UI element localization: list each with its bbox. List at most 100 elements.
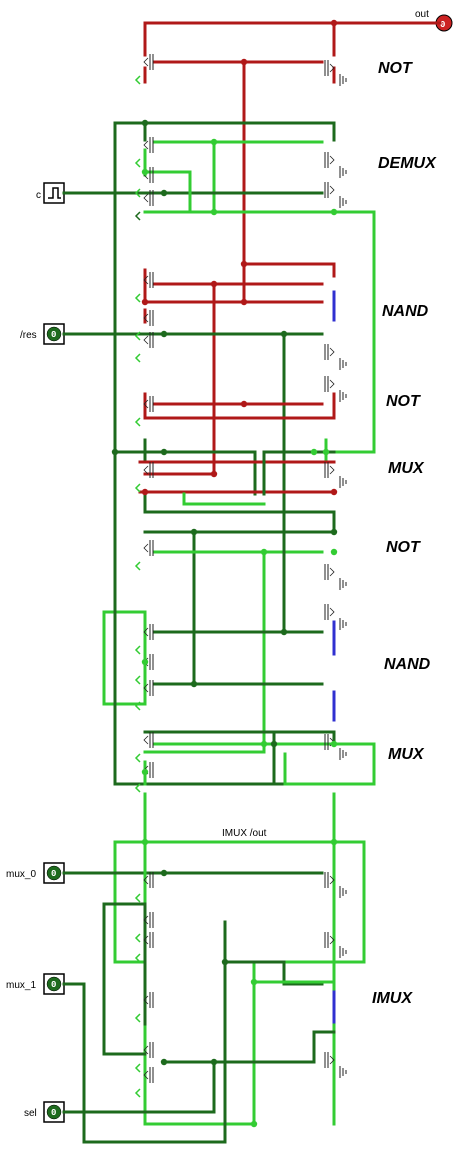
- clock-icon: [48, 187, 61, 199]
- gate-label-not-2: NOT: [386, 393, 421, 410]
- transistor: [134, 190, 154, 221]
- wire-segment: [143, 170, 192, 214]
- junction-dots: [111, 19, 338, 1128]
- wire-network: [62, 21, 442, 1144]
- transistor: [134, 762, 154, 793]
- transistor: [134, 624, 154, 655]
- transistor: [134, 1042, 154, 1073]
- transistor: [134, 1067, 154, 1098]
- c-pin-label: c: [36, 190, 41, 201]
- wire-segment: [242, 262, 336, 278]
- transistor: [324, 344, 347, 370]
- res-pin-label: /res: [20, 330, 37, 341]
- junction-dot: [330, 740, 338, 748]
- wire-segment: [162, 1030, 336, 1064]
- transistor: [134, 272, 154, 303]
- wire-segment: [262, 450, 336, 496]
- transistor: [134, 932, 154, 963]
- junction-dot: [270, 740, 278, 748]
- gate-label-not-3: NOT: [386, 539, 421, 556]
- junction-dot: [210, 1058, 218, 1066]
- junction-dot: [141, 838, 149, 846]
- junction-dot: [160, 330, 168, 338]
- transistor: [134, 912, 154, 943]
- transistor: [324, 872, 347, 898]
- wire-segment: [182, 492, 266, 506]
- transistor: [324, 376, 347, 402]
- input-pin-mux-0[interactable]: mux_0 0: [6, 862, 65, 884]
- junction-dot: [210, 280, 218, 288]
- junction-dot: [240, 260, 248, 268]
- wire-segment: [102, 902, 147, 1056]
- sel-pin-value: 0: [51, 1108, 56, 1118]
- junction-dot: [240, 400, 248, 408]
- junction-dot: [210, 208, 218, 216]
- junction-dot: [210, 138, 218, 146]
- gate-label-nand-2: NAND: [384, 656, 431, 673]
- transistor: [134, 872, 154, 903]
- junction-dot: [330, 838, 338, 846]
- transistor: [134, 462, 154, 493]
- input-pin-c[interactable]: c: [36, 182, 65, 204]
- wire-segment: [102, 610, 147, 706]
- junction-dot: [280, 628, 288, 636]
- junction-dot: [240, 58, 248, 66]
- out-pin-label: out: [415, 9, 429, 20]
- junction-dot: [280, 330, 288, 338]
- gate-label-demux: DEMUX: [378, 155, 437, 172]
- junction-dot: [250, 1120, 258, 1128]
- wire-segment: [283, 742, 376, 786]
- transistor: [134, 992, 154, 1023]
- junction-dot: [330, 528, 338, 536]
- sel-pin-label: sel: [24, 1108, 37, 1119]
- wire-segment: [143, 210, 376, 454]
- wire-segment: [113, 840, 147, 964]
- junction-dot: [221, 958, 229, 966]
- transistor: [134, 680, 154, 711]
- junction-dot: [330, 548, 338, 556]
- gate-label-nand-1: NAND: [382, 303, 429, 320]
- transistor: [134, 310, 154, 341]
- input-pin-mux-1[interactable]: mux_1 0: [6, 973, 65, 995]
- wire-segment: [102, 902, 147, 1026]
- out-pin-value: 0: [440, 20, 445, 30]
- junction-dot: [330, 19, 338, 27]
- junction-dot: [260, 740, 268, 748]
- transistor: [324, 462, 347, 488]
- junction-dot: [190, 680, 198, 688]
- junction-dot: [250, 978, 258, 986]
- transistor-array: [134, 54, 347, 1098]
- mux1-pin-value: 0: [51, 980, 56, 990]
- junction-dot: [310, 448, 318, 456]
- input-pin-sel[interactable]: sel 0: [24, 1101, 65, 1123]
- junction-dot: [160, 189, 168, 197]
- wire-segment: [113, 121, 336, 786]
- wire-segment: [62, 1060, 216, 1114]
- junction-dot: [141, 488, 149, 496]
- junction-dot: [160, 1058, 168, 1066]
- mux0-pin-label: mux_0: [6, 869, 36, 880]
- transistor: [134, 540, 154, 571]
- junction-dot: [240, 298, 248, 306]
- transistor: [324, 564, 347, 590]
- transistor: [324, 604, 347, 630]
- junction-dot: [260, 548, 268, 556]
- transistor: [134, 396, 154, 427]
- junction-dot: [330, 208, 338, 216]
- input-pin-res[interactable]: /res 0: [20, 323, 65, 345]
- transistor: [324, 932, 347, 958]
- junction-dot: [330, 488, 338, 496]
- transistor: [324, 734, 347, 760]
- transistor: [134, 54, 154, 85]
- junction-dot: [160, 869, 168, 877]
- output-pin-out[interactable]: out 0: [415, 9, 453, 32]
- transistor: [134, 732, 154, 763]
- junction-dot: [141, 658, 149, 666]
- junction-dot: [190, 528, 198, 536]
- mux1-pin-label: mux_1: [6, 980, 36, 991]
- transistor: [134, 137, 154, 168]
- gate-label-mux-2: MUX: [388, 746, 425, 763]
- wire-segment: [143, 510, 336, 534]
- transistor: [324, 152, 347, 178]
- junction-dot: [141, 298, 149, 306]
